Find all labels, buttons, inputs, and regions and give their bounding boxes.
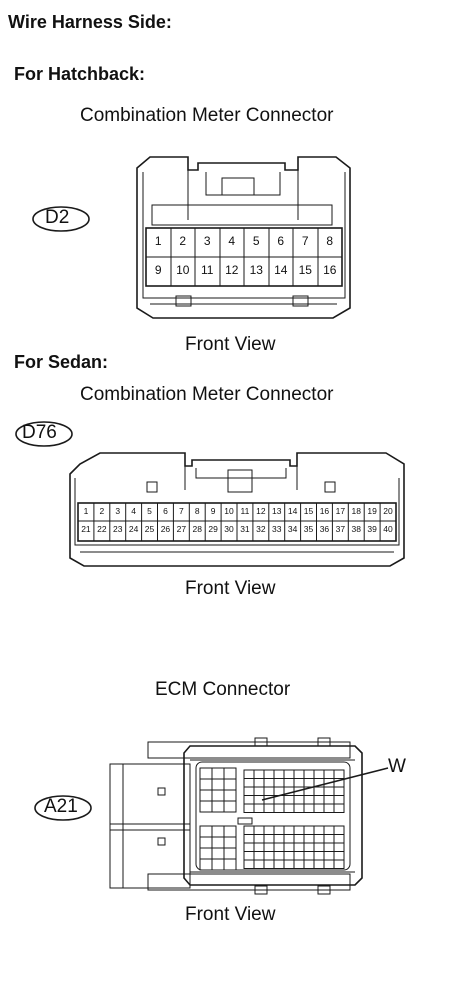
ecm-connector-shell	[109, 737, 363, 895]
d76-view-label: Front View	[185, 578, 276, 599]
a21-code-oval	[34, 795, 92, 821]
d2-connector-shell	[136, 156, 351, 319]
d76-pin-12: 12	[256, 506, 266, 516]
d2-pin-11: 11	[201, 263, 214, 277]
d76-pin-28: 28	[192, 524, 202, 534]
d2-pin-14: 14	[274, 263, 288, 277]
d2-pin-15: 15	[298, 263, 312, 277]
d2-code: D2	[45, 207, 70, 228]
d2-pin-10: 10	[176, 263, 190, 277]
d76-pin-24: 24	[128, 524, 139, 534]
d76-pin-36: 36	[319, 524, 330, 534]
d2-pin-5: 5	[252, 234, 260, 248]
hatchback-connector-title: Combination Meter Connector	[80, 105, 334, 126]
d76-pin-34: 34	[287, 524, 298, 534]
d76-pin-27: 27	[176, 524, 187, 534]
terminal-w-leader-line	[261, 767, 389, 801]
d76-pin-32: 32	[256, 524, 266, 534]
d76-pin-10: 10	[224, 506, 234, 516]
ecm-view-label: Front View	[185, 904, 276, 925]
d2-pin-13: 13	[249, 263, 263, 277]
d76-pin-5: 5	[147, 506, 152, 516]
d2-pin-7: 7	[301, 234, 309, 248]
d76-pin-17: 17	[335, 506, 346, 516]
d76-pin-40: 40	[383, 524, 393, 534]
d76-pin-20: 20	[383, 506, 393, 516]
sedan-heading: For Sedan:	[14, 352, 109, 372]
d2-pin-16: 16	[323, 263, 337, 277]
d2-pin-1: 1	[154, 234, 162, 248]
ecm-pin-grid	[199, 767, 345, 871]
d76-pin-14: 14	[287, 506, 298, 516]
d76-pin-11: 11	[240, 506, 250, 516]
d76-pin-31: 31	[240, 524, 250, 534]
d76-pin-29: 29	[208, 524, 218, 534]
d2-pin-2: 2	[179, 234, 187, 248]
d76-pin-6: 6	[163, 506, 168, 516]
d76-code-oval	[15, 421, 73, 447]
d2-pin-8: 8	[326, 234, 334, 248]
d76-pin-4: 4	[131, 506, 136, 516]
d76-pin-13: 13	[272, 506, 282, 516]
d76-pin-2: 2	[99, 506, 105, 516]
d76-pin-grid	[93, 503, 381, 541]
terminal-w-label: W	[388, 756, 406, 777]
a21-code: A21	[44, 796, 78, 817]
d76-pin-3: 3	[115, 506, 121, 516]
d76-pin-1: 1	[83, 506, 89, 516]
d76-pin-37: 37	[335, 524, 346, 534]
d2-pin-6: 6	[277, 234, 285, 248]
d2-pin-9: 9	[154, 263, 162, 277]
d76-pin-19: 19	[367, 506, 377, 516]
d76-pin-38: 38	[351, 524, 361, 534]
d76-pin-8: 8	[194, 506, 200, 516]
d2-view-label: Front View	[185, 334, 276, 355]
d2-pin-12: 12	[225, 263, 239, 277]
d2-pin-3: 3	[203, 234, 211, 248]
d76-pin-30: 30	[224, 524, 234, 534]
d76-pin-25: 25	[144, 524, 155, 534]
d76-pin-23: 23	[113, 524, 123, 534]
d76-pin-15: 15	[303, 506, 314, 516]
d2-pin-4: 4	[228, 234, 236, 248]
d76-pin-21: 21	[81, 524, 91, 534]
d76-pin-9: 9	[210, 506, 216, 516]
d76-pin-35: 35	[303, 524, 314, 534]
sedan-connector-title: Combination Meter Connector	[80, 384, 334, 405]
ecm-connector-title: ECM Connector	[155, 679, 291, 700]
d76-pin-26: 26	[160, 524, 171, 534]
d76-code: D76	[22, 422, 57, 443]
d2-code-oval	[32, 206, 90, 232]
d76-pin-22: 22	[97, 524, 107, 534]
hatchback-heading: For Hatchback:	[14, 64, 146, 84]
d76-pin-16: 16	[319, 506, 330, 516]
page-title: Wire Harness Side:	[8, 12, 172, 32]
d76-pin-7: 7	[178, 506, 184, 516]
d76-pin-33: 33	[272, 524, 282, 534]
d76-pin-18: 18	[351, 506, 361, 516]
d76-pin-39: 39	[367, 524, 377, 534]
